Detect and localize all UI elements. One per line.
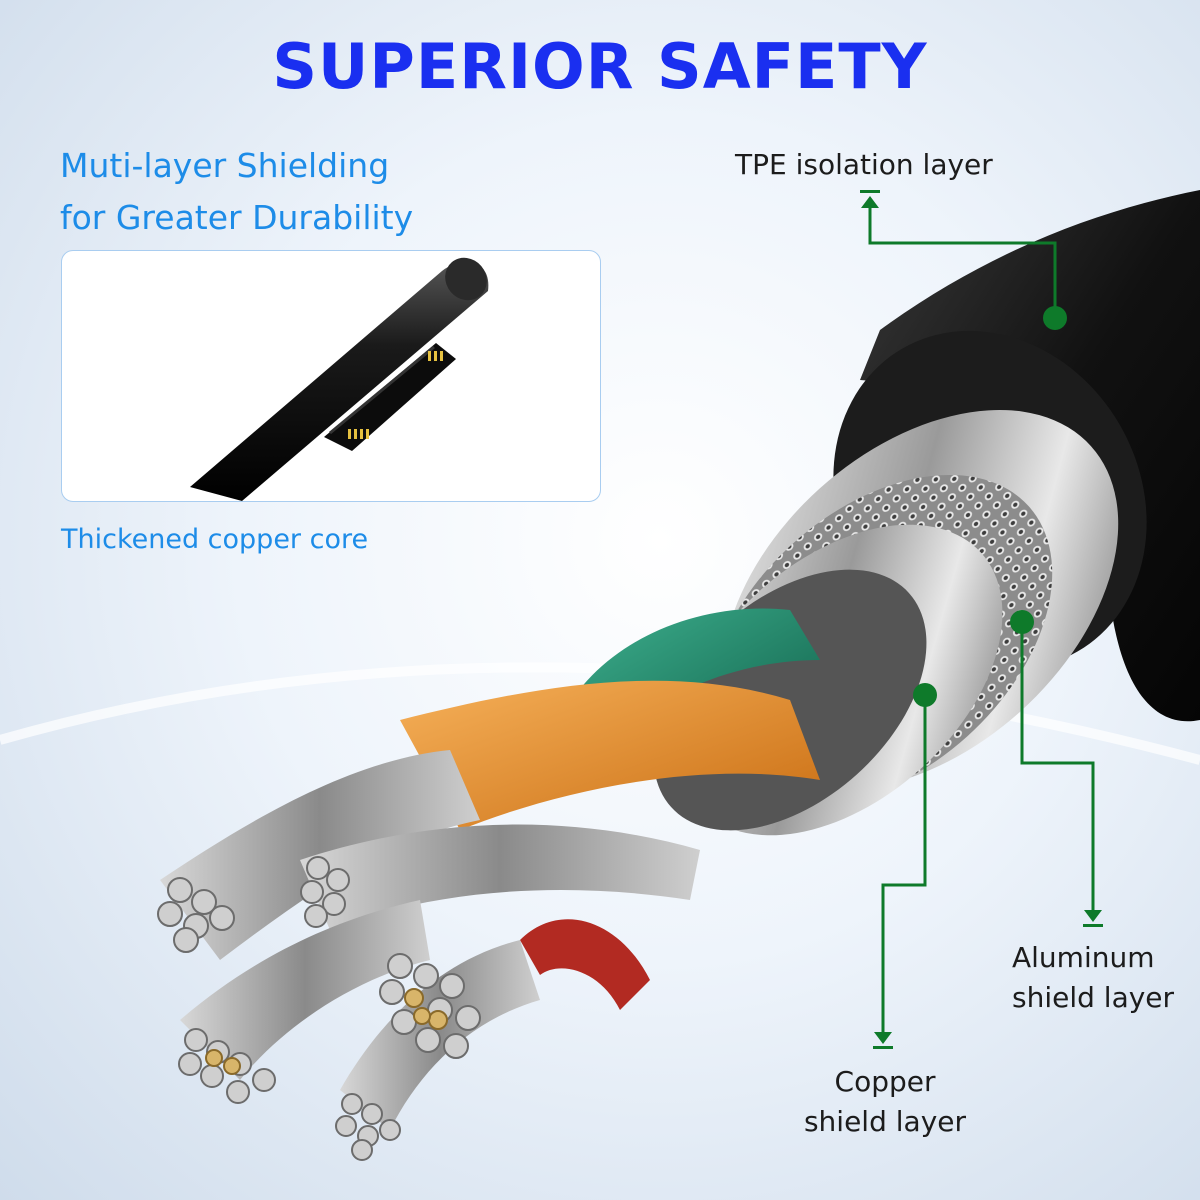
copper-label-line1: Copper xyxy=(834,1065,936,1098)
aluminum-layer-label: Aluminum shield layer xyxy=(1012,938,1174,1018)
usb-surface-connector-illustration xyxy=(190,257,489,501)
feature-subtitle: Muti-layer Shielding for Greater Durabil… xyxy=(60,140,413,244)
feature-subtitle-line2: for Greater Durability xyxy=(60,198,414,237)
page-title: SUPERIOR SAFETY xyxy=(272,30,928,103)
copper-layer-label: Copper shield layer xyxy=(790,1062,980,1142)
copper-label-line2: shield layer xyxy=(803,1105,967,1138)
feature-subtitle-line1: Muti-layer Shielding xyxy=(60,146,390,185)
connector-inset-panel xyxy=(61,250,601,502)
tpe-layer-label: TPE isolation layer xyxy=(735,148,993,181)
copper-core-caption: Thickened copper core xyxy=(61,524,369,555)
aluminum-label-line1: Aluminum xyxy=(1012,941,1155,974)
aluminum-label-line2: shield layer xyxy=(1012,981,1175,1014)
